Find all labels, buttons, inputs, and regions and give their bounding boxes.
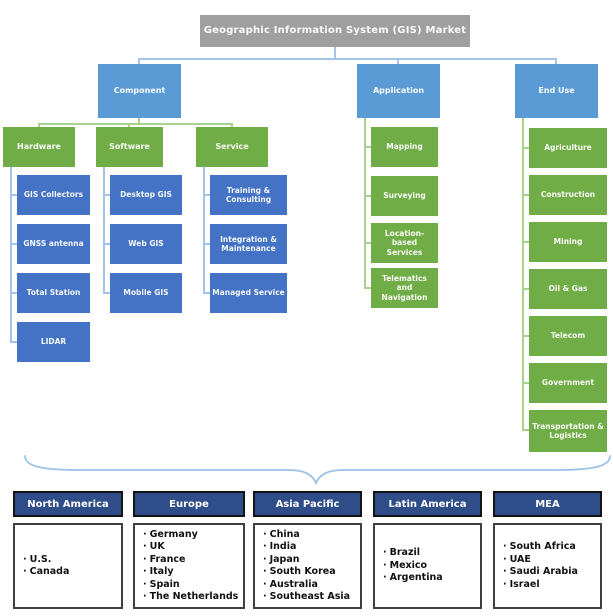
node-lidar: LIDAR bbox=[17, 322, 90, 362]
connector bbox=[364, 195, 371, 197]
country-item: Saudi Arabia bbox=[503, 566, 600, 579]
node-agriculture: Agriculture bbox=[529, 128, 607, 168]
country-item: Spain bbox=[143, 579, 243, 592]
region-list-mea: South Africa UAE Saudi Arabia Israel bbox=[493, 523, 602, 609]
node-integration-maintenance: Integration & Maintenance bbox=[210, 224, 287, 264]
branch-component: Component bbox=[98, 64, 181, 118]
country-item: Japan bbox=[263, 554, 360, 567]
node-mobile-gis: Mobile GIS bbox=[110, 273, 182, 313]
connector bbox=[522, 429, 529, 431]
connector bbox=[203, 167, 205, 294]
node-telematics-navigation: Telematics and Navigation bbox=[371, 268, 438, 308]
brace bbox=[24, 455, 611, 486]
region-list-north-america: U.S. Canada bbox=[13, 523, 123, 609]
connector bbox=[364, 118, 366, 289]
connector bbox=[522, 241, 529, 243]
node-gis-collectors: GIS Collectors bbox=[17, 175, 90, 215]
connector bbox=[522, 382, 529, 384]
connector bbox=[364, 242, 371, 244]
connector bbox=[203, 243, 210, 245]
node-telecom: Telecom bbox=[529, 316, 607, 356]
connector bbox=[10, 292, 17, 294]
country-item: Argentina bbox=[383, 572, 480, 585]
region-list-europe: Germany UK France Italy Spain The Nether… bbox=[133, 523, 245, 609]
connector bbox=[522, 118, 524, 431]
group-hardware: Hardware bbox=[3, 127, 75, 167]
node-oil-gas: Oil & Gas bbox=[529, 269, 607, 309]
country-item: South Africa bbox=[503, 541, 600, 554]
country-item: France bbox=[143, 554, 243, 567]
connector bbox=[103, 243, 110, 245]
branch-end-use: End Use bbox=[515, 64, 598, 118]
region-list-asia-pacific: China India Japan South Korea Australia … bbox=[253, 523, 362, 609]
connector bbox=[522, 335, 529, 337]
region-list-latin-america: Brazil Mexico Argentina bbox=[373, 523, 482, 609]
country-item: India bbox=[263, 541, 360, 554]
group-software: Software bbox=[96, 127, 163, 167]
connector bbox=[10, 194, 17, 196]
connector bbox=[103, 167, 105, 294]
region-header-north-america: North America bbox=[13, 491, 123, 517]
node-total-station: Total Station bbox=[17, 273, 90, 313]
connector bbox=[203, 292, 210, 294]
connector bbox=[10, 341, 17, 343]
region-header-europe: Europe bbox=[133, 491, 245, 517]
node-transportation-logistics: Transportation & Logistics bbox=[529, 410, 607, 452]
country-item: Canada bbox=[23, 566, 121, 579]
connector bbox=[103, 194, 110, 196]
node-managed-service: Managed Service bbox=[210, 273, 287, 313]
country-item: Southeast Asia bbox=[263, 591, 360, 604]
connector bbox=[203, 194, 210, 196]
country-item: China bbox=[263, 529, 360, 542]
country-item: UAE bbox=[503, 554, 600, 567]
connector bbox=[231, 123, 233, 127]
connector bbox=[103, 292, 110, 294]
node-desktop-gis: Desktop GIS bbox=[110, 175, 182, 215]
connector bbox=[10, 243, 17, 245]
node-mining: Mining bbox=[529, 222, 607, 262]
node-construction: Construction bbox=[529, 175, 607, 215]
node-mapping: Mapping bbox=[371, 127, 438, 167]
group-service: Service bbox=[196, 127, 268, 167]
node-web-gis: Web GIS bbox=[110, 224, 182, 264]
country-item: South Korea bbox=[263, 566, 360, 579]
connector bbox=[397, 58, 399, 64]
node-training-consulting: Training & Consulting bbox=[210, 175, 287, 215]
region-header-asia-pacific: Asia Pacific bbox=[253, 491, 362, 517]
country-item: Australia bbox=[263, 579, 360, 592]
connector bbox=[364, 287, 371, 289]
connector bbox=[522, 288, 529, 290]
connector bbox=[364, 146, 371, 148]
country-item: Mexico bbox=[383, 560, 480, 573]
node-gnss-antenna: GNSS antenna bbox=[17, 224, 90, 264]
connector bbox=[522, 147, 529, 149]
connector bbox=[138, 118, 140, 123]
country-item: Germany bbox=[143, 529, 243, 542]
node-government: Government bbox=[529, 363, 607, 403]
country-item: The Netherlands bbox=[143, 591, 243, 604]
branch-application: Application bbox=[357, 64, 440, 118]
country-item: Brazil bbox=[383, 547, 480, 560]
country-item: U.S. bbox=[23, 554, 121, 567]
connector bbox=[38, 123, 40, 127]
country-item: UK bbox=[143, 541, 243, 554]
connector bbox=[128, 123, 130, 127]
root-node: Geographic Information System (GIS) Mark… bbox=[200, 15, 470, 47]
connector bbox=[38, 123, 233, 125]
connector bbox=[522, 194, 529, 196]
node-surveying: Surveying bbox=[371, 176, 438, 216]
country-item: Israel bbox=[503, 579, 600, 592]
connector bbox=[10, 167, 12, 343]
connector bbox=[334, 47, 336, 58]
connector bbox=[138, 58, 557, 60]
country-item: Italy bbox=[143, 566, 243, 579]
connector bbox=[555, 58, 557, 64]
connector bbox=[138, 58, 140, 64]
node-location-based-services: Location-based Services bbox=[371, 223, 438, 263]
region-header-latin-america: Latin America bbox=[373, 491, 482, 517]
region-header-mea: MEA bbox=[493, 491, 602, 517]
